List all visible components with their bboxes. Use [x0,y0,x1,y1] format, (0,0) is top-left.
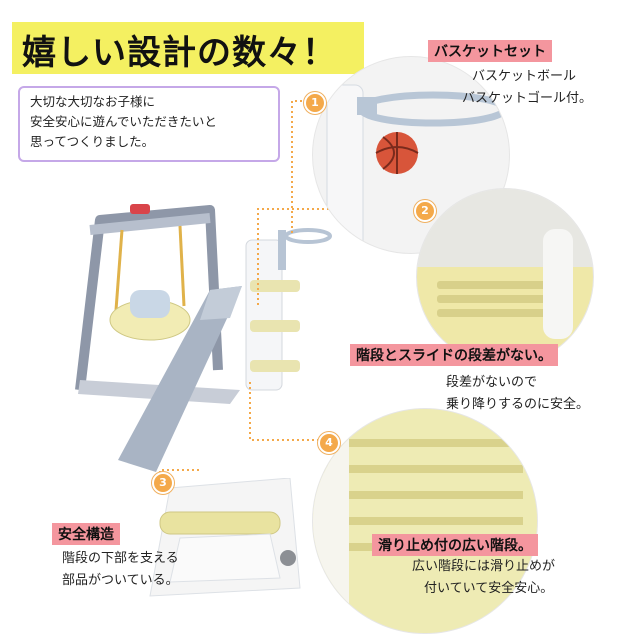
feature-1-description: バスケットボール バスケットゴール付。 [462,66,592,110]
feature-line: 乗り降りするのに安全。 [446,397,590,412]
step-detail-circle [416,188,594,366]
feature-4-title: 滑り止め付の広い階段。 [372,534,538,556]
feature-line: 付いていて安全安心。 [424,581,554,596]
feature-line: バスケットゴール付。 [462,91,593,106]
support-structure-detail [149,478,301,597]
feature-line: 広い階段には滑り止めが [412,559,556,574]
feature-line: 階段の下部を支える [62,551,179,566]
wide-steps-detail-circle [312,408,538,634]
feature-2-description: 段差がないので 乗り降りするのに安全。 [446,372,589,416]
intro-box: 大切な大切なお子様に 安全安心に遊んでいただきたいと 思ってつくりました。 [18,86,280,162]
intro-line: 思ってつくりました。 [30,134,155,149]
feature-line: 部品がついている。 [62,573,179,588]
feature-line: 段差がないので [446,375,538,390]
feature-4-description: 広い階段には滑り止めが 付いていて安全安心。 [412,556,555,600]
intro-line: 安全安心に遊んでいただきたいと [30,114,217,129]
feature-3-title: 安全構造 [52,523,120,545]
feature-2-title: 階段とスライドの段差がない。 [350,344,558,366]
marker-2: 2 [414,200,436,222]
marker-4: 4 [318,432,340,454]
page-title: 嬉しい設計の数々！ [22,33,337,73]
feature-line: バスケットボール [472,69,577,84]
feature-3-description: 階段の下部を支える 部品がついている。 [62,548,179,592]
marker-1: 1 [304,92,326,114]
headline-highlight [12,22,364,74]
swing-slide-illustration [75,204,332,472]
feature-1-title: バスケットセット [428,40,552,62]
marker-3: 3 [152,472,174,494]
intro-line: 大切な大切なお子様に [30,94,156,109]
